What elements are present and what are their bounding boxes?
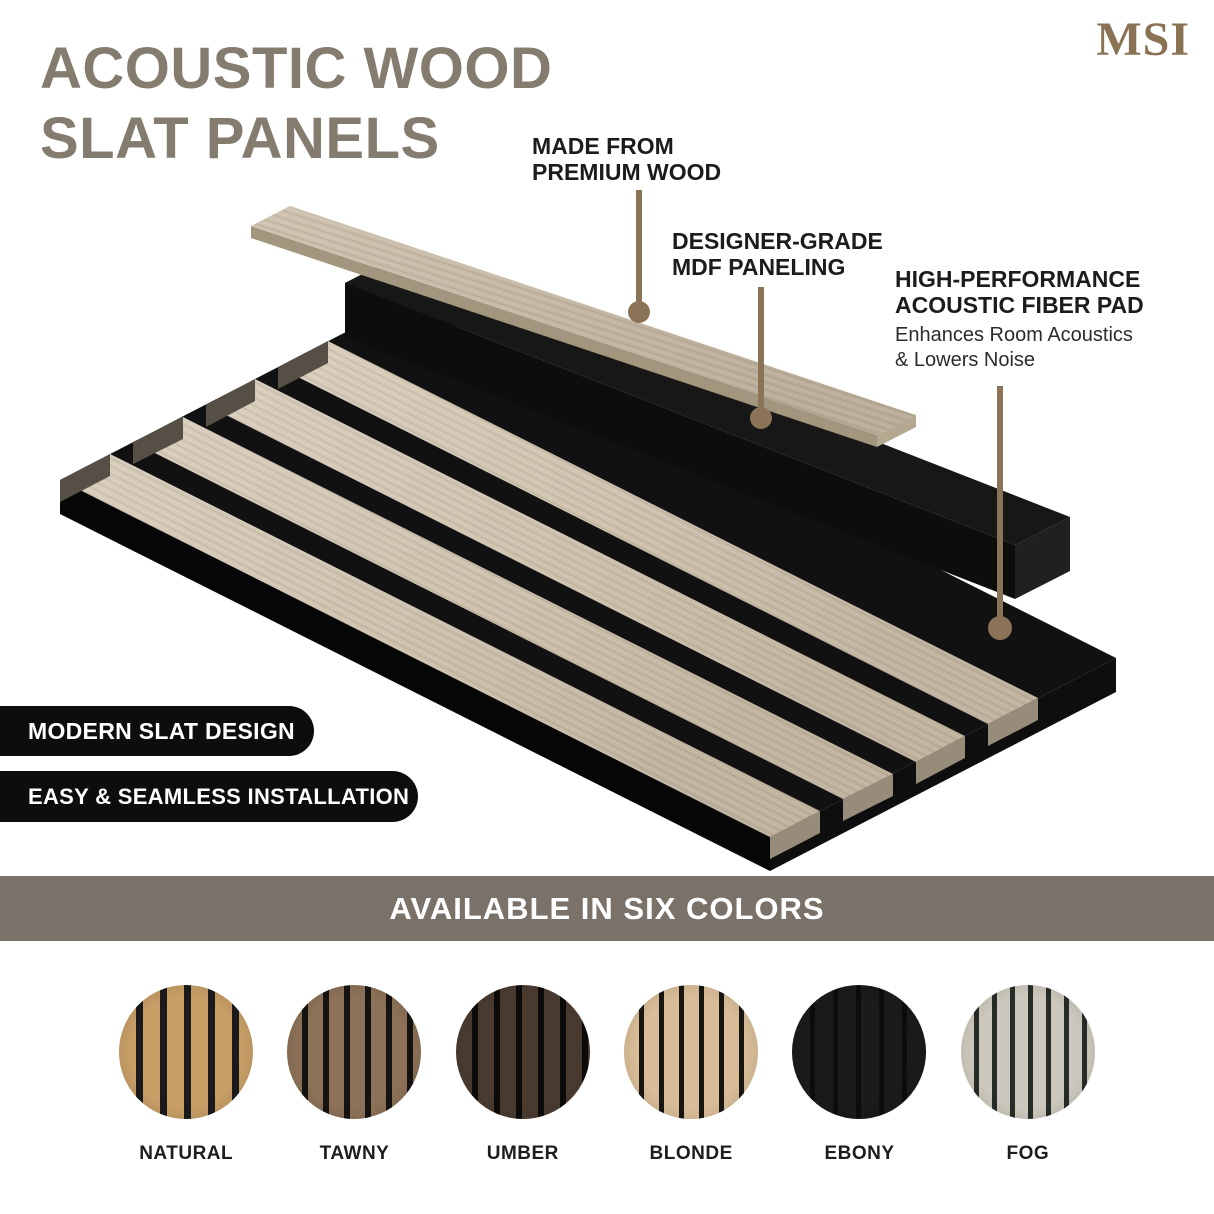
- swatch-circle-natural: [119, 985, 254, 1119]
- swatch-umber: UMBER: [439, 985, 607, 1165]
- available-colors-banner: AVAILABLE IN SIX COLORS: [0, 876, 1214, 941]
- plank-front-face: [251, 226, 877, 447]
- swatch-label: BLONDE: [649, 1143, 733, 1164]
- swatch-label: TAWNY: [319, 1143, 390, 1164]
- swatch-label: NATURAL: [139, 1143, 234, 1164]
- swatch-blonde: BLONDE: [607, 985, 775, 1165]
- swatch-label: UMBER: [486, 1143, 559, 1164]
- page-title-line2: SLAT PANELS: [40, 106, 440, 171]
- swatch-label: EBONY: [824, 1143, 895, 1164]
- swatch-natural: NATURAL: [102, 985, 270, 1165]
- leader-dot-fiber-pad: [988, 616, 1012, 640]
- callout-line: MADE FROM: [532, 133, 674, 159]
- swatch-circle-tawny: [287, 985, 422, 1119]
- wood-slats: [60, 341, 1038, 837]
- callout-sub-line: & Lowers Noise: [895, 349, 1036, 371]
- swatch-label: FOG: [1006, 1143, 1050, 1164]
- slat-end-cap: [916, 736, 965, 784]
- slat-end-cap: [278, 341, 328, 389]
- leader-line-fiber-pad: [997, 386, 1003, 618]
- wood-grain-overlay: [278, 341, 1038, 724]
- slat-end-cap: [843, 774, 893, 821]
- callout-sub-line: Enhances Room Acoustics: [895, 324, 1133, 346]
- slat-end-cap: [770, 811, 820, 859]
- page-title: ACOUSTIC WOOD SLAT PANELS: [40, 34, 552, 174]
- swatch-circle-fog: [960, 985, 1095, 1119]
- leader-line-premium-wood: [636, 190, 642, 302]
- wood-plank-layer: [251, 206, 916, 447]
- wood-grain-overlay: [133, 417, 893, 799]
- callout-line: HIGH-PERFORMANCE: [895, 266, 1141, 292]
- panel-front-face: [60, 480, 770, 871]
- slat-panel-layer: [60, 301, 1116, 871]
- swatch-circle-blonde: [624, 985, 759, 1119]
- slat-end-cap: [988, 698, 1038, 746]
- slat-end-cap: [206, 379, 255, 427]
- callout-line: ACOUSTIC FIBER PAD: [895, 292, 1144, 318]
- callout-subtext: Enhances Room Acoustics & Lowers Noise: [895, 323, 1144, 373]
- slat-end-cap: [60, 454, 110, 502]
- mdf-right-face: [1015, 517, 1070, 599]
- color-swatch-row: NATURAL TAWNY UMBER BLONDE EBONY FOG: [102, 985, 1112, 1165]
- leader-dot-mdf: [750, 407, 772, 429]
- swatch-tawny: TAWNY: [270, 985, 438, 1165]
- swatch-ebony: EBONY: [775, 985, 943, 1165]
- callout-fiber-pad: HIGH-PERFORMANCE ACOUSTIC FIBER PAD Enha…: [895, 266, 1144, 373]
- plank-right-face: [877, 415, 916, 447]
- wood-grain-overlay: [206, 379, 965, 762]
- page-title-line1: ACOUSTIC WOOD: [40, 36, 553, 101]
- leader-dot-premium-wood: [628, 301, 650, 323]
- slat-end-cap: [133, 417, 183, 464]
- callout-premium-wood: MADE FROM PREMIUM WOOD: [532, 133, 721, 185]
- callout-line: MDF PANELING: [672, 254, 846, 280]
- swatch-fog: FOG: [944, 985, 1112, 1165]
- feature-badge-modern-slat-design: MODERN SLAT DESIGN: [0, 706, 314, 756]
- msi-logo: MSI: [1096, 13, 1190, 66]
- mdf-front-face: [345, 283, 1015, 599]
- leader-line-mdf: [758, 287, 764, 409]
- callout-line: PREMIUM WOOD: [532, 159, 722, 185]
- callout-mdf-paneling: DESIGNER-GRADE MDF PANELING: [672, 228, 883, 280]
- feature-badge-easy-installation: EASY & SEAMLESS INSTALLATION: [0, 771, 418, 822]
- swatch-circle-umber: [455, 985, 590, 1119]
- swatch-circle-ebony: [792, 985, 927, 1119]
- callout-line: DESIGNER-GRADE: [672, 228, 883, 254]
- slat-end-caps: [60, 341, 1038, 859]
- available-colors-banner-label: AVAILABLE IN SIX COLORS: [389, 890, 825, 926]
- plank-grain-overlay: [251, 206, 916, 435]
- wood-grain-overlay: [60, 454, 820, 837]
